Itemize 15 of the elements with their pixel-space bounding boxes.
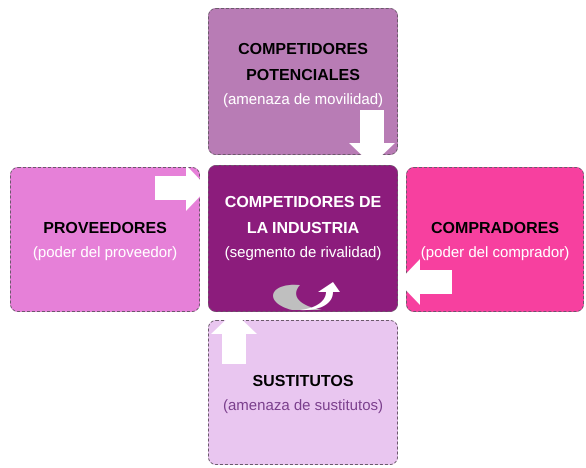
box-subtitle: (segmento de rivalidad): [224, 243, 382, 263]
box-subtitle: (poder del proveedor): [32, 242, 178, 262]
box-heading: COMPETIDORES DE LA INDUSTRIA: [224, 193, 382, 239]
box-subtitle: (amenaza de sustitutos): [222, 396, 384, 416]
force-box: [10, 167, 200, 312]
force-box: [406, 167, 584, 312]
box-heading: COMPETIDORES POTENCIALES: [237, 40, 369, 86]
force-box: [208, 8, 398, 155]
box-heading: PROVEEDORES: [43, 218, 167, 238]
box-heading: COMPRADORES: [430, 218, 559, 238]
box-heading: SUSTITUTOS: [252, 372, 354, 392]
force-box: [208, 320, 398, 465]
box-subtitle: (amenaza de movilidad): [222, 90, 384, 110]
box-subtitle: (poder del comprador): [420, 242, 570, 262]
force-box: [208, 165, 398, 312]
